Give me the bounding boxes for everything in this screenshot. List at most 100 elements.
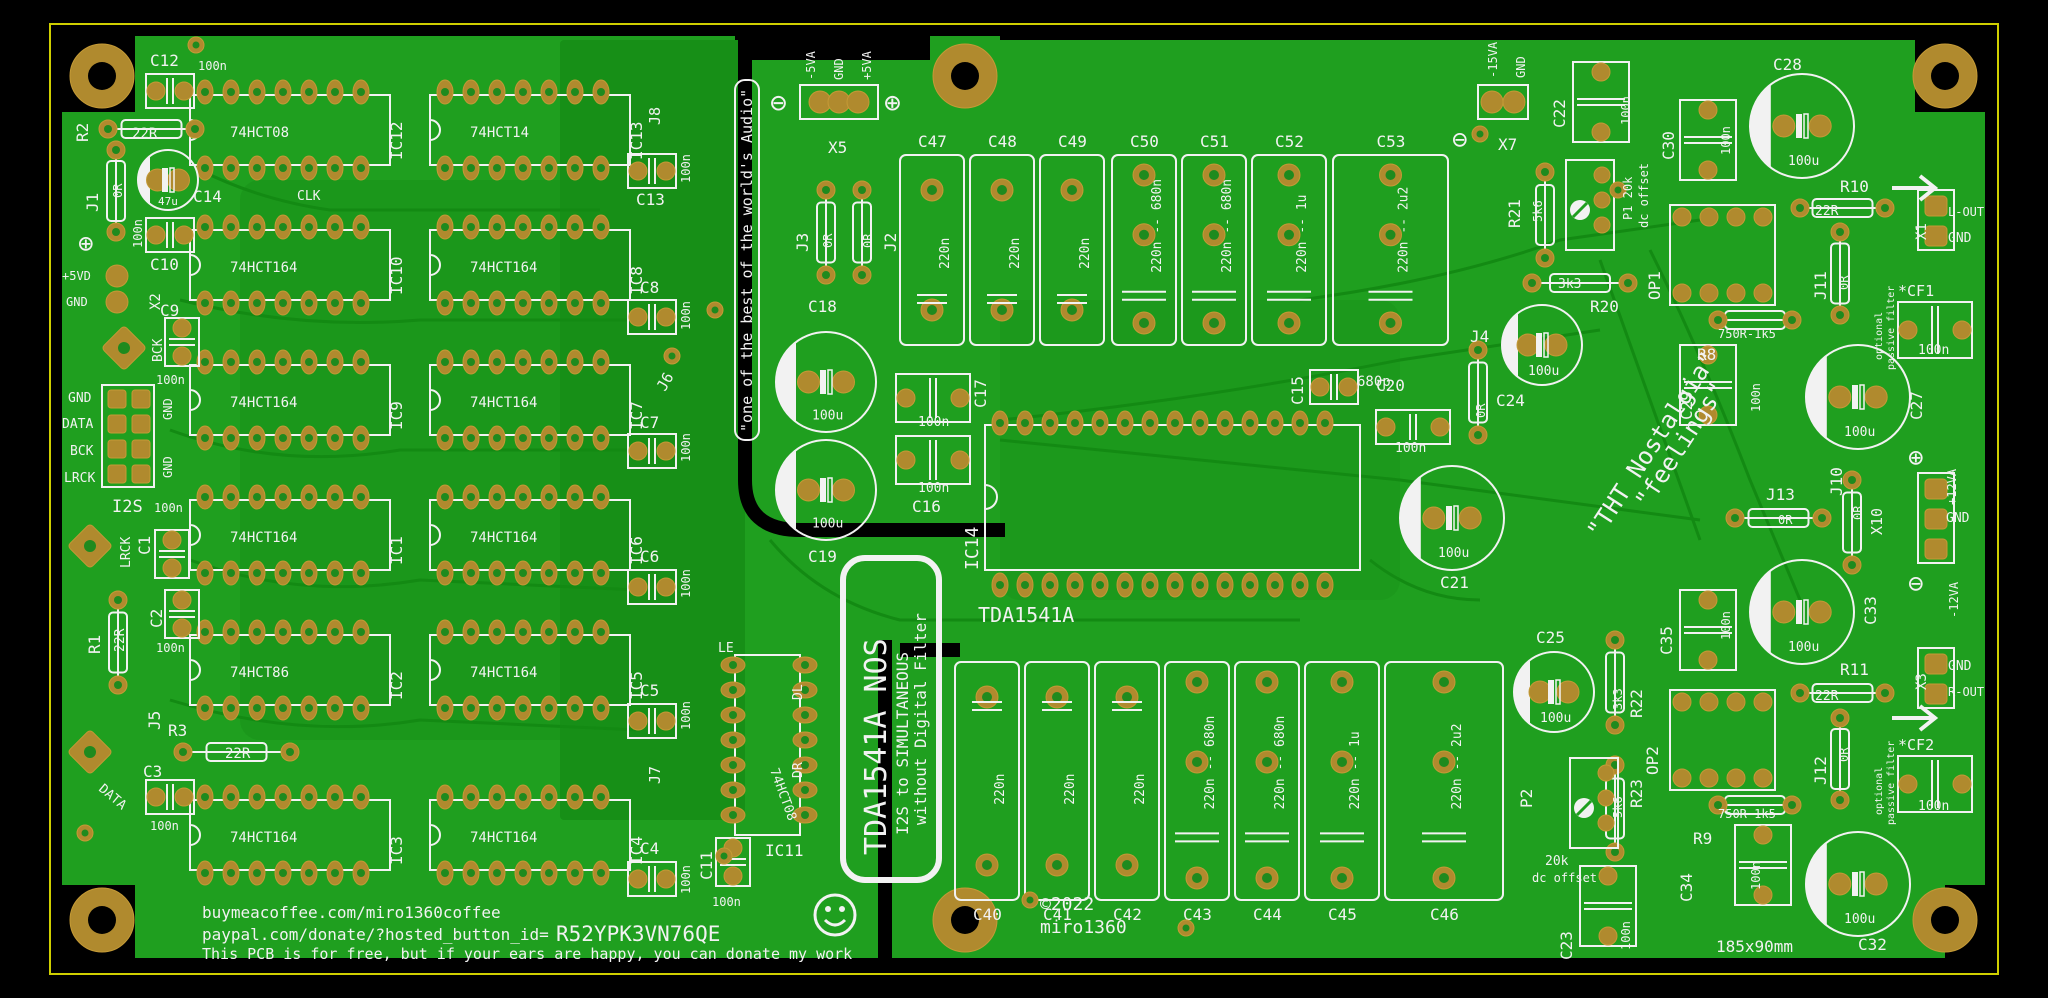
ceramic-cap-c7 bbox=[627, 433, 677, 469]
donate-line-1: buymeacoffee.com/miro1360coffee bbox=[202, 903, 501, 922]
ic-ref-label: IC2 bbox=[387, 671, 406, 700]
opamp-socket-op2 bbox=[1669, 689, 1776, 791]
cf1-ref: *CF1 bbox=[1898, 282, 1934, 300]
film-cap-ref: C43 bbox=[1183, 905, 1212, 924]
c34-val: 100n bbox=[1749, 861, 1763, 890]
donate-line-2: paypal.com/donate/?hosted_button_id= bbox=[202, 925, 549, 944]
c6-val: 100n bbox=[679, 569, 693, 598]
c18-ref: C18 bbox=[808, 297, 837, 316]
resistor-j2 bbox=[852, 180, 872, 285]
resistor-j13 bbox=[1725, 508, 1832, 528]
ic-ref-label: IC9 bbox=[387, 401, 406, 430]
board-edge-outline bbox=[49, 23, 1999, 975]
c6-ref: C6 bbox=[640, 547, 659, 566]
cf2-ref: *CF2 bbox=[1898, 736, 1934, 754]
x5-ref: X5 bbox=[828, 138, 847, 157]
electrolytic-cap-c32: 100u bbox=[1805, 831, 1911, 937]
c15-ref: C15 bbox=[1288, 376, 1307, 405]
r2-ref: R2 bbox=[73, 123, 92, 142]
minus-symbol-x7: ⊖ bbox=[1452, 125, 1468, 155]
clk-label: CLK bbox=[297, 189, 321, 204]
film-cap-ref: C45 bbox=[1328, 905, 1357, 924]
resistor-j11 bbox=[1830, 222, 1850, 325]
film-cap-value: 220n bbox=[1133, 773, 1148, 804]
c17-ref: C17 bbox=[971, 379, 990, 408]
mounting-hole bbox=[69, 887, 135, 953]
x1-gnd: GND bbox=[1948, 231, 1972, 246]
resistor-r8 bbox=[1708, 310, 1802, 330]
op2-ref: OP2 bbox=[1643, 746, 1662, 775]
bottom-texts: ©2022 miro1360 185x90mm buymeacoffee.com… bbox=[202, 894, 1793, 963]
r22-ref: R22 bbox=[1627, 689, 1646, 718]
ic-part-label: 74HCT164 bbox=[470, 260, 537, 276]
ceramic-cap-c13 bbox=[627, 153, 677, 189]
c20-val: 100n bbox=[1395, 441, 1426, 456]
c10-ref: C10 bbox=[150, 255, 179, 274]
c2-val: 100n bbox=[156, 641, 185, 655]
opamp-socket-op1 bbox=[1669, 204, 1776, 306]
mounting-hole bbox=[1912, 887, 1978, 953]
j12-ref: J12 bbox=[1811, 756, 1830, 785]
c22-ref: C22 bbox=[1550, 99, 1569, 128]
i2s-header: GND DATA BCK LRCK I2S bbox=[62, 384, 155, 517]
resistor-j12 bbox=[1830, 708, 1850, 810]
ceramic-cap-c8 bbox=[627, 299, 677, 335]
elcap-value: 100u bbox=[1844, 912, 1875, 927]
x2-header: ⊕ bbox=[78, 229, 129, 314]
electrolytic-cap-c19: 100u bbox=[775, 439, 877, 541]
coax-pad-1 bbox=[68, 524, 112, 568]
ic-ref-label: IC8 bbox=[627, 266, 646, 295]
rout-label: R-OUT bbox=[1948, 685, 1984, 699]
x5-gnd: GND bbox=[832, 58, 846, 80]
optional-1: optional bbox=[1874, 312, 1885, 360]
dip-ic-ic8: 74HCT164 IC8 bbox=[429, 214, 646, 316]
silk-texts-left: C12 100n R2 22R J1 0R C14 47u C10 100n +… bbox=[62, 51, 321, 833]
author: miro1360 bbox=[1040, 917, 1127, 938]
output-arrows bbox=[1892, 174, 1939, 732]
r9-val: 750R-1k5 bbox=[1718, 807, 1776, 821]
resistor-r20 bbox=[1522, 273, 1638, 293]
r8-val: 750R-1k5 bbox=[1718, 327, 1776, 341]
r23-val: 5k6 bbox=[1611, 796, 1625, 818]
lout-label: L-OUT bbox=[1948, 205, 1984, 219]
ic14-ref: IC14 bbox=[962, 527, 983, 570]
ceramic-cap-c1 bbox=[154, 529, 190, 579]
header-2 bbox=[1917, 472, 1955, 564]
ic-part-label: 74HCT86 bbox=[230, 665, 289, 681]
c9-val: 100n bbox=[156, 373, 185, 387]
film-cap-value: 220n -- 680n bbox=[1273, 716, 1288, 810]
c14-ref: C14 bbox=[193, 187, 222, 206]
small-component-layer: ⊕ bbox=[68, 36, 1973, 947]
coax-pad-2 bbox=[68, 730, 112, 774]
dl-label: DL bbox=[791, 684, 806, 700]
ic-ref-label: IC1 bbox=[387, 536, 406, 565]
c5-ref: C5 bbox=[640, 681, 659, 700]
c28-ref: C28 bbox=[1773, 55, 1802, 74]
resistor-r21 bbox=[1535, 162, 1555, 268]
film-cap-ref: C44 bbox=[1253, 905, 1282, 924]
optional-2: optional bbox=[1874, 767, 1885, 815]
ceramic-cap-c22 bbox=[1572, 61, 1630, 143]
c25-ref: C25 bbox=[1536, 628, 1565, 647]
c8-ref: C8 bbox=[640, 278, 659, 297]
x10-gnd: GND bbox=[1946, 511, 1970, 526]
c23-ref: C23 bbox=[1557, 931, 1576, 960]
film-cap-ref: C53 bbox=[1377, 132, 1406, 151]
slogan-box: "one of the best of the world's Audio" bbox=[734, 79, 760, 441]
trimmer-p2 bbox=[1569, 757, 1619, 849]
film-cap-value: 220n bbox=[938, 238, 953, 269]
film-cap-value: 220n -- 1u bbox=[1348, 731, 1363, 809]
r10-ref: R10 bbox=[1840, 177, 1869, 196]
elcap-value: 100u bbox=[812, 517, 843, 532]
j3-val: 0R bbox=[821, 233, 835, 248]
ic-part-label: 74HCT164 bbox=[470, 530, 537, 546]
film-cap-ref: C42 bbox=[1113, 905, 1142, 924]
